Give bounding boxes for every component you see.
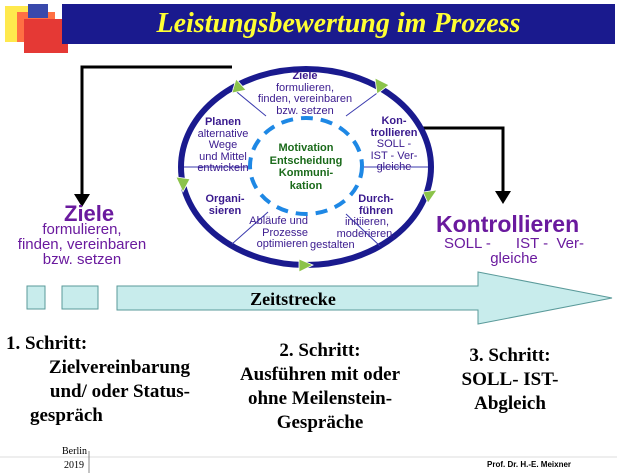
cycle-organisieren-line: optimieren [256, 238, 308, 250]
cycle-ziele-line: formulieren, [275, 81, 335, 94]
cycle-ziele-line: bzw. setzen [276, 104, 334, 117]
left-ziele-line: formulieren, [42, 221, 122, 238]
right-kontrollieren-heading: Kontrollieren [436, 211, 580, 237]
cycle-spoke [345, 213, 381, 247]
cycle-kontrollieren-line: SOLL - [376, 138, 412, 150]
cycle-arrow [374, 77, 390, 95]
timeline-arrow [116, 271, 613, 325]
cycle-ziele-line: finden, vereinbaren [257, 93, 353, 105]
cycle-organisieren-line: Abläufe und [249, 215, 308, 227]
right-kontrollieren-line: gleiche [490, 250, 538, 267]
center-dashed-circle [248, 116, 364, 216]
step-3-line: SOLL- IST- [461, 369, 559, 390]
cycle-planen-line: entwickeln [197, 162, 249, 174]
left-ziele-text: formulieren, finden, vereinbaren bzw. se… [14, 222, 150, 267]
footer-year: 2019 [64, 460, 84, 471]
timeline-box-2 [61, 285, 99, 310]
step-3: 3. Schritt: SOLL- IST- Abgleich [430, 344, 590, 416]
cycle-planen: Planen alternative Wege und Mittel entwi… [189, 116, 257, 175]
cycle-center: Motivation Entscheidung Kommuni- kation [258, 142, 354, 192]
cycle-organisieren-head: Organi- sieren [200, 193, 250, 217]
logo-squares-graphic [5, 4, 68, 53]
cycle-organisieren-head-line: sieren [208, 204, 242, 217]
page-title: Leistungsbewertung im Prozess [156, 8, 521, 39]
cycle-planen-line: und Mittel [199, 150, 247, 163]
cycle-ziele-head: Ziele [292, 70, 318, 82]
cycle-durchfuehren-line: gestalten [310, 239, 355, 251]
title-bar [62, 4, 615, 44]
cycle-kontrollieren-head: Kon- [381, 115, 407, 127]
cycle-planen-head: Planen [204, 116, 242, 128]
step-1-line: 1. Schritt: [6, 333, 88, 354]
center-line: Entscheidung [269, 154, 343, 167]
cycle-durchfuehren: Durch- führen initiieren, moderieren, ge… [308, 193, 412, 252]
left-ziele-heading: Ziele [64, 201, 115, 226]
center-line: kation [289, 179, 323, 192]
cycle-durchfuehren-line: moderieren, [336, 227, 396, 240]
cycle-kontrollieren-line: IST - Ver- [370, 149, 418, 162]
timeline-box-1 [26, 285, 46, 310]
cycle-planen-line: Wege [208, 139, 238, 151]
step-2-line: ohne Meilenstein- [247, 388, 393, 409]
cycle-kontrollieren-line: gleiche [376, 161, 412, 173]
timeline-label: Zeitstrecke [250, 289, 336, 309]
cycle-spoke [231, 211, 269, 245]
cycle-kontrollieren: Kon- trollieren SOLL - IST - Ver- gleich… [358, 115, 430, 174]
cycle-durchfuehren-line: initiieren, [344, 216, 390, 228]
cycle-arrow [422, 189, 438, 204]
step-3-line: 3. Schritt: [469, 345, 551, 366]
cycle-planen-line: alternative [197, 127, 249, 140]
cycle-durchfuehren-head: Durch- [358, 193, 394, 205]
step-2: 2. Schritt: Ausführen mit oder ohne Meil… [220, 339, 420, 435]
step-1-line: und/ oder Status- [49, 381, 190, 402]
left-connector-arrow [74, 194, 90, 207]
center-line: Motivation [278, 142, 334, 154]
step-2-line: Ausführen mit oder [239, 364, 401, 385]
step-3-line: Abgleich [474, 393, 546, 414]
cycle-durchfuehren-head: führen [358, 204, 394, 217]
left-connector-line [80, 65, 232, 196]
right-connector-line [405, 126, 505, 193]
footer-city: Berlin [62, 446, 87, 457]
footer-author: Prof. Dr. H.-E. Meixner [487, 460, 572, 469]
cycle-organisieren-text: Abläufe und Prozesse optimieren [236, 215, 308, 251]
step-1-line: Zielvereinbarung [48, 357, 190, 378]
right-connector-arrow [495, 191, 511, 204]
cycle-arrow [175, 176, 191, 193]
center-line: Kommuni- [278, 167, 334, 179]
right-kontrollieren-text: SOLL - IST - Ver- gleiche [430, 236, 598, 266]
left-ziele-line: finden, vereinbaren [17, 236, 147, 253]
left-ziele-line: bzw. setzen [42, 251, 122, 268]
step-2-line: 2. Schritt: [279, 340, 361, 361]
right-kontrollieren-line: SOLL - IST - Ver- [443, 235, 585, 252]
cycle-kontrollieren-head: trollieren [370, 126, 418, 139]
step-2-line: Gespräche [276, 412, 364, 433]
step-1: 1. Schritt: Zielvereinbarung und/ oder S… [6, 332, 192, 428]
cycle-organisieren-line: Prozesse [262, 226, 308, 239]
cycle-arrow [298, 258, 314, 273]
cycle-organisieren-head-line: Organi- [205, 193, 245, 205]
cycle-ziele: Ziele formulieren, finden, vereinbaren b… [250, 70, 360, 117]
step-1-line: gespräch [30, 405, 103, 426]
cycle-spoke [231, 87, 267, 117]
cycle-arrow [231, 78, 247, 94]
